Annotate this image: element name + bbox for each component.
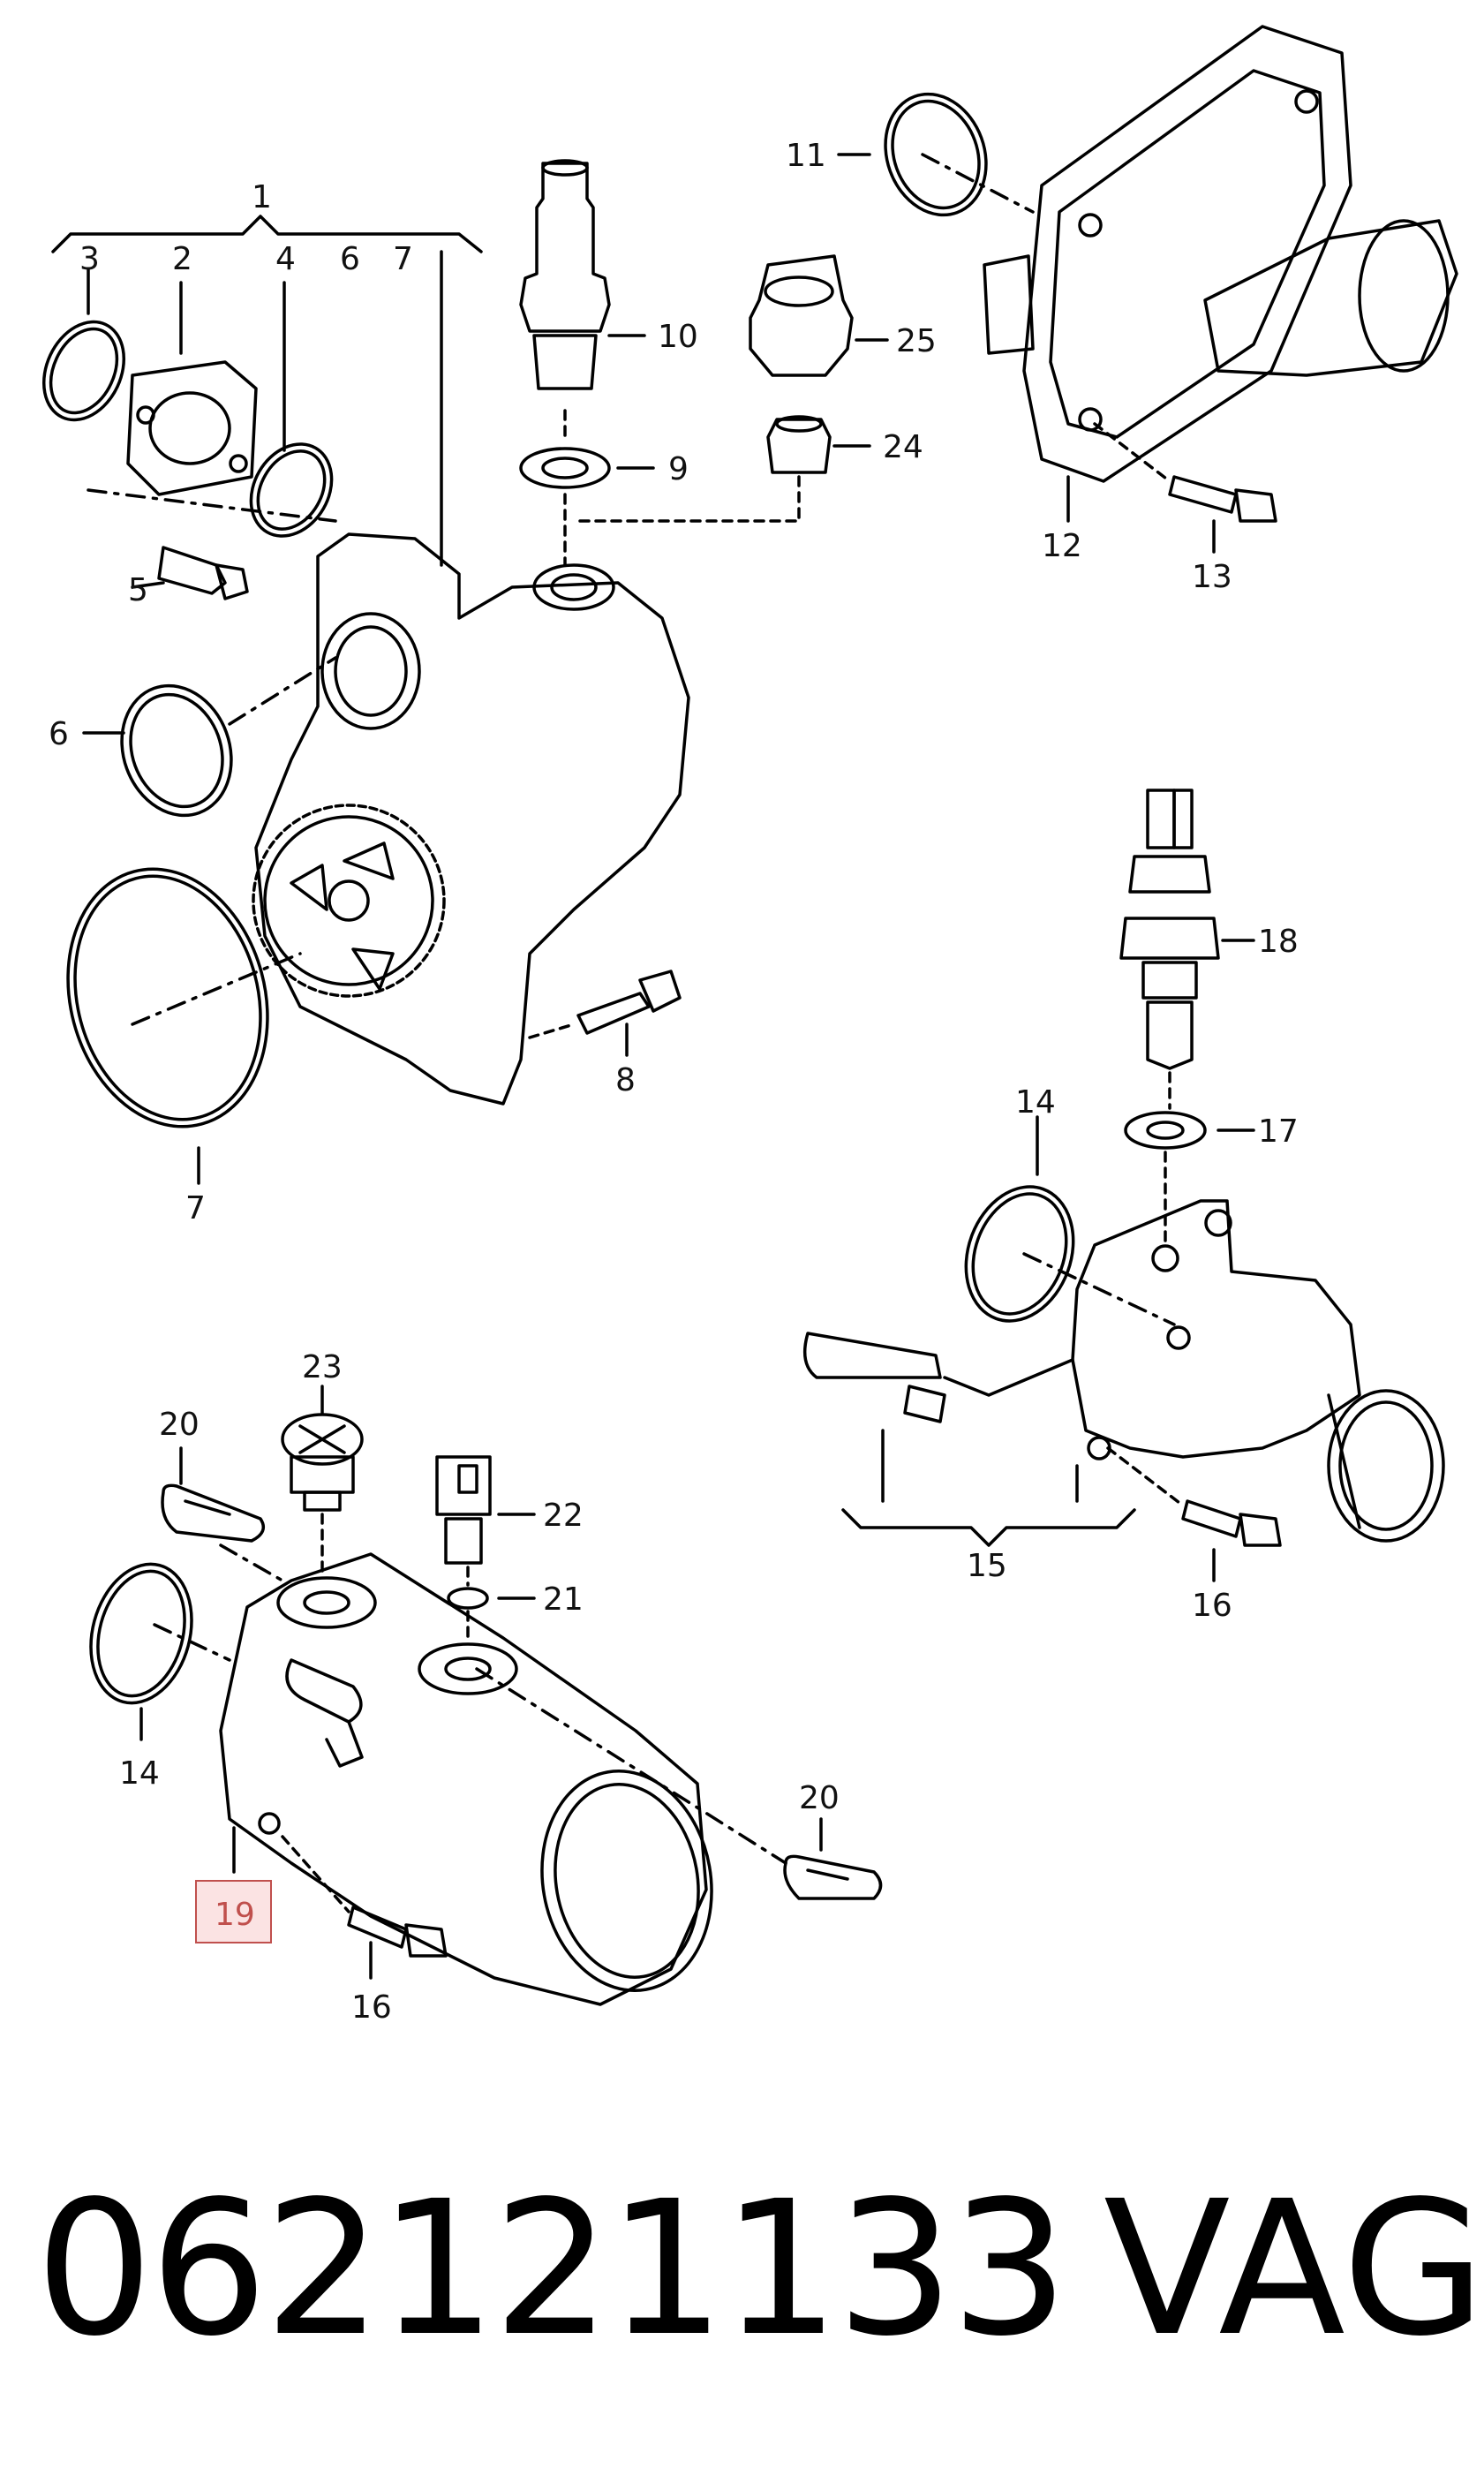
plug-23 (281, 1413, 364, 1466)
callout-18: 18 (1258, 924, 1299, 960)
bolt-5 (157, 546, 227, 595)
flange-12 (1022, 25, 1352, 483)
callout-3: 3 (79, 241, 100, 277)
washer-9 (519, 447, 611, 489)
parts-diagram: 1 2 3 4 6 7 5 6 7 8 9 10 11 12 13 24 25 … (41, 25, 1458, 2026)
clip-20-right (783, 1854, 883, 1900)
callout-7: 7 (185, 1190, 206, 1226)
flange-2 (126, 360, 258, 496)
callout-8: 8 (615, 1062, 636, 1098)
callout-20-right: 20 (799, 1780, 840, 1816)
bolt-8 (576, 992, 651, 1035)
callout-12: 12 (1042, 528, 1082, 564)
vacuum-pump-assembly (41, 159, 889, 1185)
thermostat-housing (1071, 1199, 1361, 1459)
pump-body (254, 532, 690, 1106)
fitting-10 (519, 162, 611, 333)
coolant-pipe-assembly (89, 1385, 883, 2006)
callout-23: 23 (302, 1349, 343, 1385)
callout-21: 21 (543, 1581, 584, 1618)
group-bracket-1 (51, 215, 483, 253)
callout-16-right: 16 (1192, 1588, 1232, 1624)
callout-5: 5 (128, 572, 148, 608)
adapter-24 (766, 418, 832, 474)
brand-label: VAG (1104, 2161, 1484, 2377)
callout-11: 11 (786, 138, 826, 174)
callout-13: 13 (1192, 559, 1232, 595)
part-number: 062121133 (35, 2161, 1068, 2377)
callout-19: 19 (215, 1897, 255, 1933)
callout-17: 17 (1258, 1113, 1299, 1150)
group-bracket-15 (841, 1508, 1136, 1547)
o-ring-3 (41, 320, 126, 422)
callout-20-left: 20 (159, 1407, 200, 1443)
bolt-13 (1168, 475, 1238, 514)
sensor-18 (1146, 789, 1176, 849)
o-ring-14-right (964, 1185, 1075, 1323)
callout-22: 22 (543, 1498, 584, 1534)
bolt-16-right (1181, 1499, 1242, 1538)
o-ring-14-left (89, 1562, 193, 1705)
o-ring-6 (120, 683, 233, 818)
callout-15: 15 (967, 1548, 1007, 1584)
callout-9: 9 (668, 451, 689, 487)
thermostat-housing-assembly (802, 789, 1445, 1582)
coolant-pipe (219, 1552, 708, 2006)
o-ring-21 (447, 1587, 489, 1610)
callout-25: 25 (896, 323, 937, 359)
callout-6-top: 6 (340, 241, 360, 277)
clip-15 (802, 1332, 942, 1379)
callout-4: 4 (275, 241, 296, 277)
gear (252, 804, 446, 998)
part-footer: 062121133 VAG (35, 2161, 1484, 2377)
washer-17 (1124, 1111, 1207, 1150)
callout-1: 1 (252, 179, 272, 215)
callout-16-left: 16 (351, 1989, 392, 2026)
sensor-22 (435, 1455, 492, 1516)
bolt-16-left (347, 1906, 408, 1949)
callout-10: 10 (658, 319, 698, 355)
callout-7-top: 7 (393, 241, 413, 277)
coolant-flange-assembly (837, 25, 1458, 554)
callout-19-highlight (195, 1880, 272, 1943)
callout-14-left: 14 (119, 1755, 160, 1792)
clip-20-left (161, 1483, 266, 1543)
callout-6: 6 (49, 716, 69, 752)
o-ring-11 (884, 92, 988, 217)
callout-2: 2 (172, 241, 192, 277)
callout-24: 24 (883, 429, 923, 465)
switch-25 (749, 254, 854, 377)
o-ring-7 (66, 867, 269, 1128)
callout-14-right: 14 (1015, 1084, 1056, 1121)
o-ring-4 (249, 442, 334, 538)
